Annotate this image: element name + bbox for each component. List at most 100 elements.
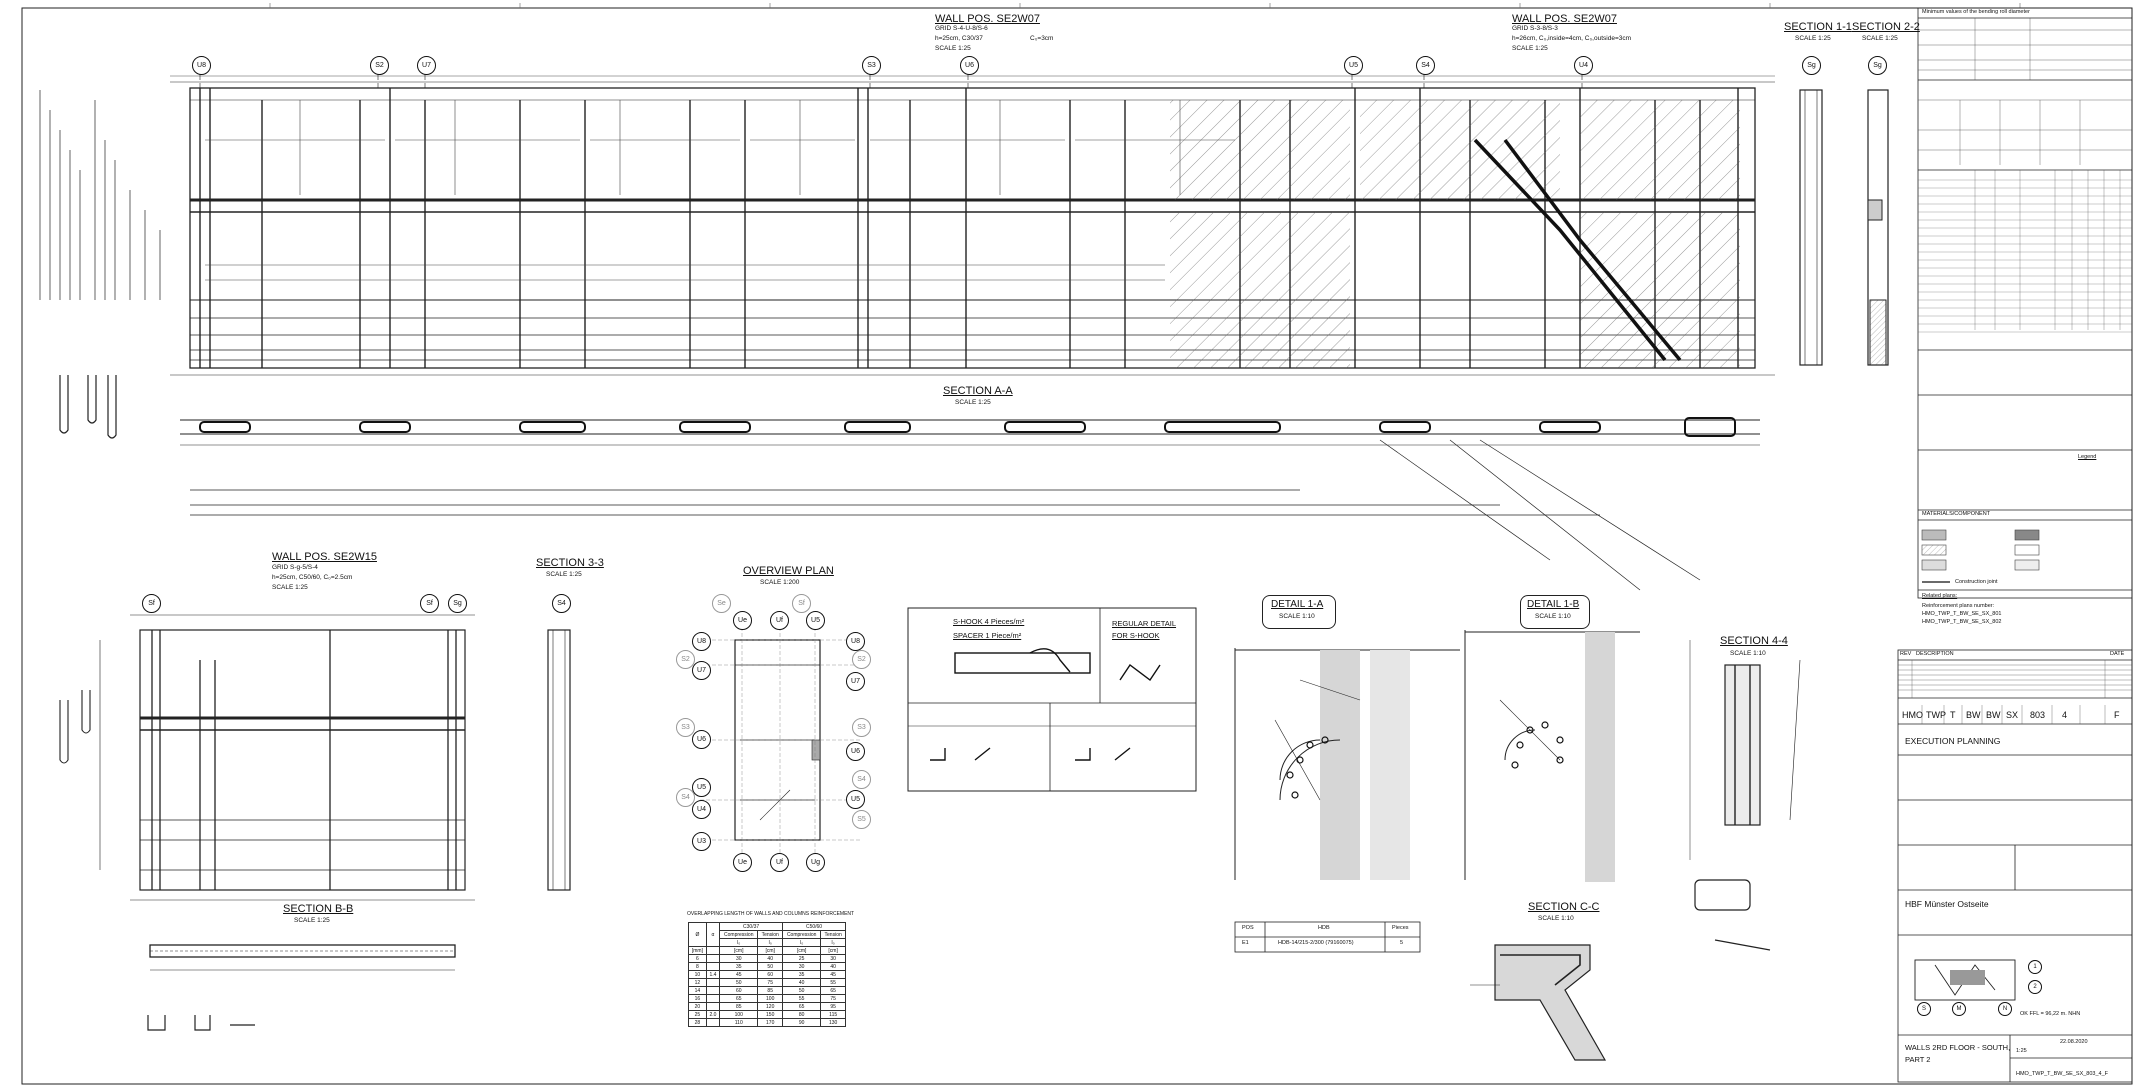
pieces-header: Pieces	[1392, 925, 1409, 931]
shook-title: S-HOOK 4 Pieces/m²	[953, 617, 1025, 626]
overlap-cell: 65	[782, 1002, 822, 1011]
keyplan-s: S	[1917, 1002, 1931, 1016]
ov-bubble-u4: U4	[692, 800, 711, 819]
grid-bubble-s33: S4	[552, 594, 571, 613]
code-cell-9: F	[2114, 710, 2120, 720]
overlap-cell: 40	[782, 978, 822, 987]
drawing-part: PART 2	[1905, 1055, 1931, 1064]
ov-bubble-s2-right: S2	[852, 650, 871, 669]
wall-w07-right-scale: SCALE 1:25	[1512, 45, 1548, 52]
overlap-sub-4: Tension	[820, 930, 846, 939]
overlap-cell: 65	[820, 986, 846, 995]
overlap-sub-2: Tension	[757, 930, 784, 939]
overlap-table: Ø α C30/37 C50/60 Compression Tension Co…	[688, 922, 846, 1027]
wall-w07-left-cover: C₀=3cm	[1030, 35, 1054, 42]
section-1-1-title: SECTION 1-1	[1784, 21, 1852, 33]
date-header: DATE	[2110, 651, 2125, 657]
shook-spacer: SPACER 1 Piece/m²	[953, 631, 1022, 640]
ov-bubble-s3-right: S3	[852, 718, 871, 737]
code-cell-4: BW	[1966, 710, 1981, 720]
drawing-scale: 1:25	[2016, 1048, 2027, 1054]
section-b-b-title: SECTION B-B	[283, 903, 354, 915]
overlap-cell: 100	[719, 1010, 759, 1019]
overlap-cell: 120	[757, 1002, 784, 1011]
overlap-cell: 30	[820, 954, 846, 963]
ov-bubble-s4-right: S4	[852, 770, 871, 789]
overlap-cell	[705, 1002, 721, 1011]
wall-w15-grid: GRID S-g-5/S-4	[272, 564, 318, 571]
overview-plan-title: OVERVIEW PLAN	[743, 565, 834, 577]
overlap-cell: 170	[757, 1018, 784, 1027]
drawing-date: 22.08.2020	[2060, 1039, 2088, 1045]
code-cell-7: 803	[2030, 710, 2046, 720]
ov-bubble-ug-bottom: Ug	[806, 853, 825, 872]
overlap-sym-1: l₀	[719, 938, 759, 947]
detail-1-a-title: DETAIL 1-A	[1271, 599, 1324, 610]
hdb-header: HDB	[1318, 925, 1330, 931]
overlap-cell	[705, 986, 721, 995]
overlap-sym-4: l₀	[820, 938, 846, 947]
wall-w15-spec: h=25cm, C50/60, C₀=2.5cm	[272, 574, 353, 581]
grid-bubble-sg-1: Sg	[1802, 56, 1821, 75]
overlap-cell: 50	[719, 978, 759, 987]
code-cell-3: T	[1950, 710, 1956, 720]
overlap-sub-3: Compression	[782, 930, 822, 939]
drawing-title: WALLS 2RD FLOOR - SOUTH,	[1905, 1043, 2011, 1052]
overlap-cell: 40	[757, 954, 784, 963]
overlap-cell: 95	[820, 1002, 846, 1011]
overlap-cell: 115	[820, 1010, 846, 1019]
detail-1-b-scale: SCALE 1:10	[1535, 613, 1571, 620]
overlap-cell: 40	[820, 962, 846, 971]
detail-1-b-label: DETAIL 1-B SCALE 1:10	[1520, 595, 1590, 629]
related-plans: Related plans:	[1922, 593, 1958, 599]
project-name: HBF Münster Ostseite	[1905, 899, 1989, 909]
overlap-cell: 28	[688, 1018, 707, 1027]
overlap-cell: 45	[719, 970, 759, 979]
section-c-c-scale: SCALE 1:10	[1538, 915, 1574, 922]
ov-bubble-s2-left: S2	[676, 650, 695, 669]
hdb-cell: HDB-14/215-2/300 (79160075)	[1278, 940, 1354, 946]
overlap-cell: 16	[688, 994, 707, 1003]
ov-bubble-ue-bottom: Ue	[733, 853, 752, 872]
wall-w07-right-spec: h=26cm, C₀,inside=4cm, C₀,outside=3cm	[1512, 35, 1632, 42]
section-b-b-scale: SCALE 1:25	[294, 917, 330, 924]
wall-w15-scale: SCALE 1:25	[272, 584, 308, 591]
grid-bubble-s4: S4	[1416, 56, 1435, 75]
overlap-cell: 2.0	[705, 1010, 721, 1019]
wall-w07-left-scale: SCALE 1:25	[935, 45, 971, 52]
ov-bubble-u3: U3	[692, 832, 711, 851]
ov-bubble-sf: Sf	[792, 594, 811, 613]
keyplan-n: N	[1998, 1002, 2012, 1016]
section-1-1-scale: SCALE 1:25	[1795, 35, 1831, 42]
overlap-cell: 45	[820, 970, 846, 979]
overlap-cell: 110	[719, 1018, 759, 1027]
description-header: DESCRIPTION	[1916, 651, 1954, 657]
grid-bubble-u6: U6	[960, 56, 979, 75]
pieces-cell: 5	[1400, 940, 1404, 946]
section-a-a-scale: SCALE 1:25	[955, 399, 991, 406]
section-3-3-scale: SCALE 1:25	[546, 571, 582, 578]
wall-w07-right-grid: GRID S-3-8/S-3	[1512, 25, 1558, 32]
grid-bubble-s2: S2	[370, 56, 389, 75]
section-c-c-title: SECTION C-C	[1528, 901, 1600, 913]
ov-bubble-s5-right: S5	[852, 810, 871, 829]
section-a-a-title: SECTION A-A	[943, 385, 1013, 397]
section-4-4-title: SECTION 4-4	[1720, 635, 1788, 647]
overlap-cell: 50	[782, 986, 822, 995]
grid-bubble-u8: U8	[192, 56, 211, 75]
overlap-cell: 25	[688, 1010, 707, 1019]
detail-1-b-title: DETAIL 1-B	[1527, 599, 1580, 610]
overlap-cell: 60	[719, 986, 759, 995]
overlap-cell: 90	[782, 1018, 822, 1027]
grid-bubble-w15-sf-1: Sf	[142, 594, 161, 613]
rev-header: REV	[1900, 651, 1912, 657]
overlap-cell: 30	[782, 962, 822, 971]
ov-bubble-u6-right: U6	[846, 742, 865, 761]
execution-planning: EXECUTION PLANNING	[1905, 736, 2001, 746]
